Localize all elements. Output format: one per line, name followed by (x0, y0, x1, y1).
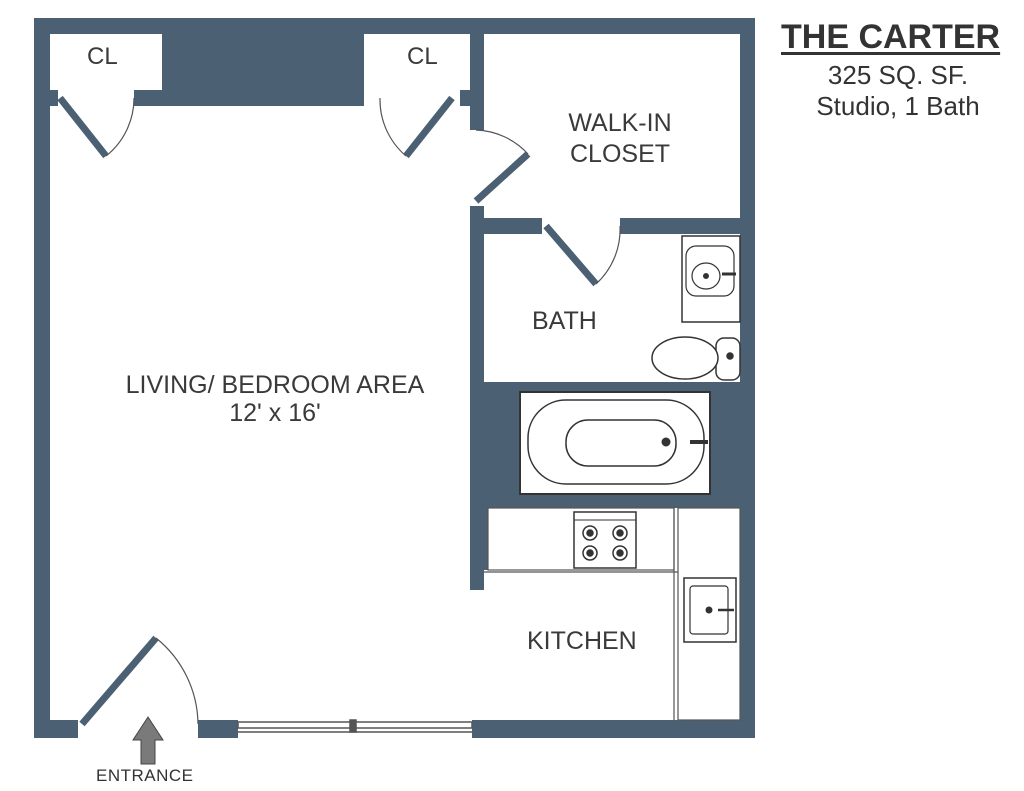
living-area-label: LIVING/ BEDROOM AREA (125, 371, 425, 399)
listing-layout: Studio, 1 Bath (816, 91, 980, 121)
listing-title: THE CARTER (781, 18, 1001, 56)
walkin-floor-wall-left (484, 218, 542, 234)
closet-left-label: CL (87, 43, 118, 70)
bathtub (519, 391, 711, 495)
kitchen-sink (683, 577, 737, 643)
wall-right (740, 18, 755, 738)
listing-area: 325 SQ. SF. (827, 60, 969, 90)
closet-left-door[interactable] (57, 95, 135, 159)
wall-top (34, 18, 755, 34)
closet-left-wall (134, 90, 162, 106)
walk-in-closet-label-1: WALK-IN (568, 109, 672, 137)
closet-block-center (162, 34, 364, 106)
exterior-walls (34, 18, 755, 738)
bath-label: BATH (532, 307, 597, 335)
wall-bottom-mid (198, 720, 238, 738)
living-area-dimensions: 12' x 16' (229, 399, 321, 427)
closet-left-stub (50, 90, 58, 106)
entrance-label: ENTRANCE (96, 766, 194, 785)
walk-in-closet-door[interactable] (473, 129, 531, 204)
entrance-arrow-icon (132, 716, 164, 765)
stove (573, 511, 637, 569)
wall-bottom-left (34, 720, 78, 738)
entrance-door[interactable] (79, 635, 199, 727)
divider-mid (470, 206, 484, 590)
walkin-floor-wall-right (620, 218, 740, 234)
bath-vanity-sink (681, 235, 741, 323)
wall-bottom-right (472, 720, 755, 738)
walk-in-closet-label-2: CLOSET (569, 140, 671, 168)
kitchen-label: KITCHEN (527, 627, 637, 655)
wall-left (34, 18, 50, 738)
bath-door[interactable] (543, 223, 621, 287)
closet-right-label: CL (407, 43, 438, 70)
closet-right-wall (460, 90, 473, 106)
counter-wall (484, 508, 488, 570)
entrance-window (237, 719, 473, 733)
closet-right-door[interactable] (379, 95, 455, 159)
toilet (651, 336, 741, 381)
divider-upper (470, 34, 484, 130)
